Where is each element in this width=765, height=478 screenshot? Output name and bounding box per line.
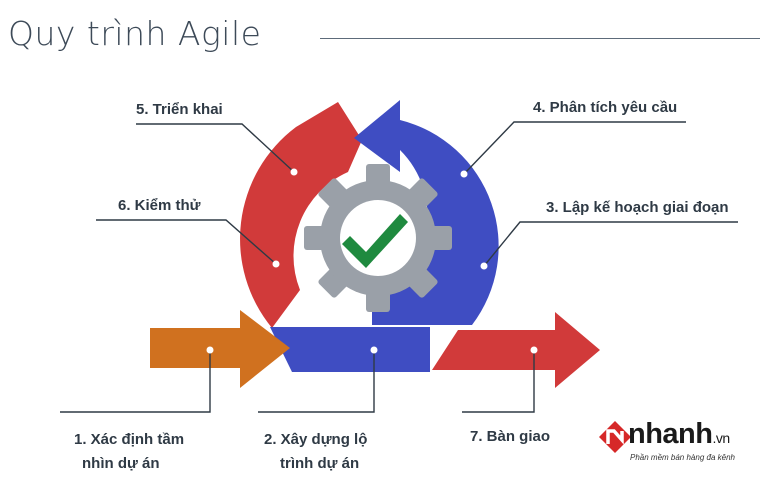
logo-mark-icon bbox=[599, 421, 631, 453]
leader-step-4 bbox=[463, 121, 686, 175]
leader-step-7 bbox=[462, 350, 535, 413]
dot-step-5 bbox=[290, 168, 298, 176]
logo-tld: .vn bbox=[712, 430, 731, 446]
label-step-7: 7. Bàn giao bbox=[470, 428, 551, 445]
logo-brand-text: nhanh bbox=[628, 418, 713, 450]
label-step-1: 1. Xác định tầm nhìn dự án bbox=[74, 428, 184, 476]
label-step-2: 2. Xây dựng lộ trình dự án bbox=[264, 428, 367, 476]
label-step-5: 5. Triển khai bbox=[136, 101, 223, 118]
dot-step-4 bbox=[460, 170, 468, 178]
label-step-2-line2: trình dự án bbox=[280, 455, 360, 472]
logo-brand: nhanh.vn bbox=[628, 418, 730, 451]
leader-step-3 bbox=[483, 221, 738, 267]
page-title: Quy trình Agile bbox=[8, 14, 262, 53]
label-step-1-line2: nhìn dự án bbox=[82, 455, 160, 472]
label-step-2-line1: 2. Xây dựng lộ bbox=[264, 431, 368, 448]
red-delivery-arrow bbox=[432, 312, 600, 388]
red-cycle-arrow bbox=[240, 102, 362, 328]
orange-arrow bbox=[150, 310, 290, 388]
leader-step-1 bbox=[60, 350, 211, 413]
leader-step-5 bbox=[136, 123, 295, 173]
dot-step-3 bbox=[480, 262, 488, 270]
dot-step-1 bbox=[206, 346, 214, 354]
logo-tagline: Phần mềm bán hàng đa kênh bbox=[630, 453, 735, 462]
label-step-3: 3. Lập kế hoạch giai đoạn bbox=[546, 199, 729, 216]
blue-roadmap-arrow bbox=[270, 327, 430, 372]
check-icon bbox=[342, 214, 408, 268]
nhanh-logo: nhanh.vn Phần mềm bán hàng đa kênh bbox=[598, 416, 758, 466]
leader-step-6 bbox=[96, 219, 277, 265]
label-step-1-line1: 1. Xác định tầm bbox=[74, 431, 185, 448]
dot-step-6 bbox=[272, 260, 280, 268]
title-divider bbox=[320, 38, 760, 39]
leader-step-2 bbox=[258, 350, 375, 413]
dot-step-7 bbox=[530, 346, 538, 354]
label-step-6: 6. Kiểm thử bbox=[118, 197, 201, 214]
gear-icon bbox=[304, 164, 452, 312]
dot-step-2 bbox=[370, 346, 378, 354]
label-step-4: 4. Phân tích yêu cầu bbox=[533, 99, 678, 116]
blue-cycle-arrow bbox=[354, 100, 499, 325]
